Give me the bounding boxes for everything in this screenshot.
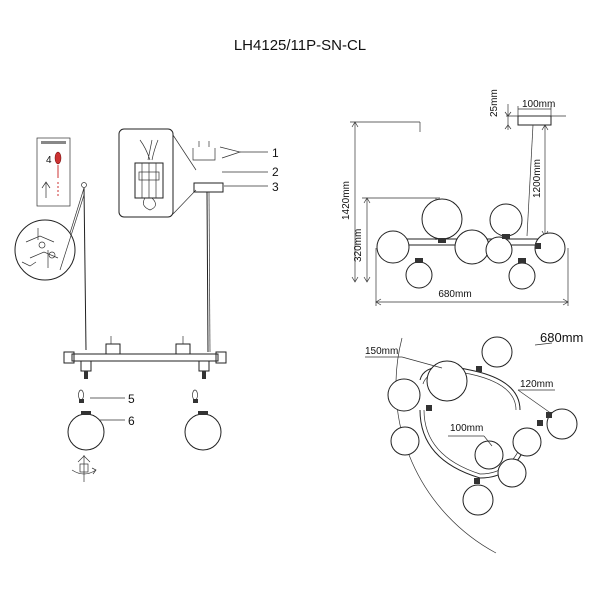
- bulbs: [78, 389, 198, 403]
- dim-globe-small: 100mm: [450, 423, 483, 434]
- glass-globes: [67, 411, 222, 451]
- model-title: LH4125/11P-SN-CL: [234, 37, 366, 54]
- dim-total-height: 1420mm: [341, 181, 352, 220]
- mounting-screws: [192, 141, 242, 161]
- callout-3: 3: [272, 180, 279, 194]
- callout-6: 6: [128, 414, 135, 428]
- dim-plate-width: 100mm: [522, 99, 555, 110]
- installation-view: 4: [14, 128, 279, 482]
- dim-globe-large: 150mm: [365, 346, 398, 357]
- side-elevation: 100mm 25mm 1200mm 1420mm 320mm: [341, 89, 569, 306]
- canopy-plate: [193, 182, 224, 193]
- instruction-card: 4: [36, 137, 71, 207]
- top-view: 680mm 150mm 120mm 100mm: [365, 330, 583, 554]
- callout-2: 2: [272, 165, 279, 179]
- dim-plate-height: 25mm: [489, 89, 500, 117]
- detail-magnifier: [14, 187, 85, 281]
- junction-box-inset: [118, 128, 197, 218]
- dim-top-diameter: 680mm: [540, 330, 583, 345]
- dim-body-height: 320mm: [353, 229, 364, 262]
- dim-globe-medium: 120mm: [520, 379, 553, 390]
- dim-rod-length: 1200mm: [532, 159, 543, 198]
- frame-bar: [63, 336, 227, 379]
- dim-body-width: 680mm: [438, 289, 471, 300]
- twist-lock-icon: [71, 455, 97, 482]
- callout-1: 1: [272, 146, 279, 160]
- step-number: 4: [46, 155, 52, 166]
- callout-5: 5: [128, 392, 135, 406]
